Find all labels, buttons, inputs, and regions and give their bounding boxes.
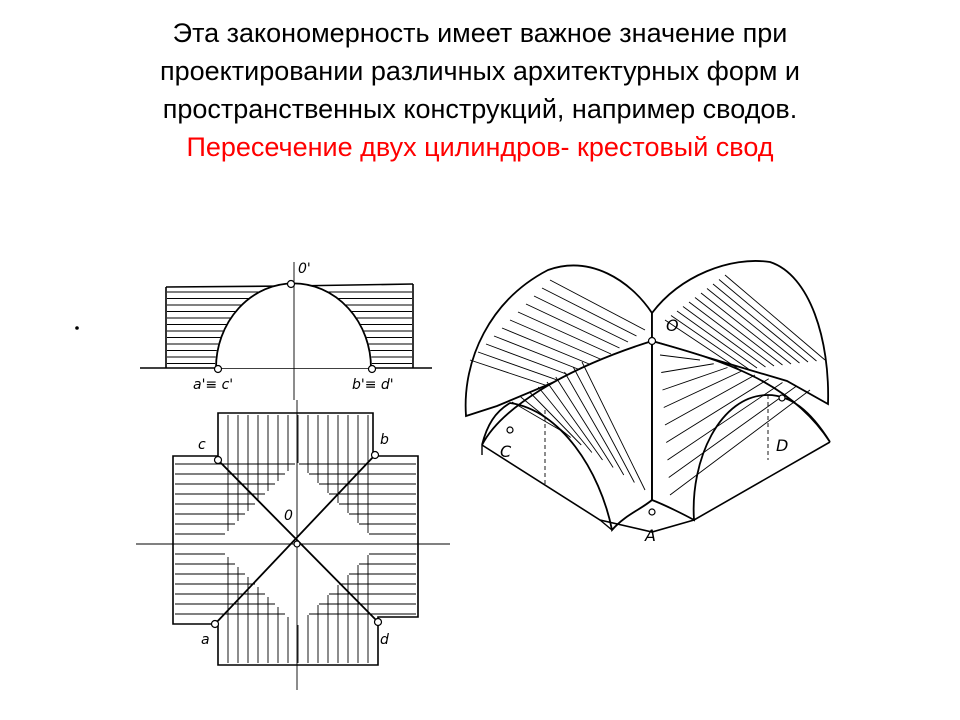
hatch-line [666, 378, 769, 443]
axo-label-a: A [644, 526, 656, 545]
axo-point-d [778, 394, 786, 402]
hatch-line [517, 311, 612, 355]
hatch-line [469, 359, 561, 391]
hatch-line [564, 371, 625, 476]
plan-view [136, 400, 450, 690]
hatch-line [659, 354, 701, 361]
heading-line-3: пространственных конструкций, например с… [162, 94, 798, 124]
axo-point-c [506, 426, 514, 434]
hatch-line [706, 288, 800, 364]
hatch-line [670, 315, 749, 370]
front-point-left [213, 364, 223, 374]
front-label-right: b'≡ d' [352, 377, 394, 393]
hatch-line [688, 301, 775, 367]
plan-point-b [370, 450, 380, 460]
hatch-line [555, 376, 614, 468]
front-point-top [286, 279, 296, 289]
hatch-line [509, 319, 603, 361]
hatch-line [546, 381, 603, 461]
hatch-line [718, 279, 817, 362]
plan-point-c [213, 455, 223, 465]
front-label-top: 0' [298, 261, 311, 277]
front-label-left: a'≡ c' [193, 377, 233, 393]
axo-label-d: D [776, 436, 788, 455]
hatch-line [485, 343, 578, 379]
axo-label-c: C [500, 442, 512, 461]
hatch-line [664, 374, 756, 426]
hatch-line [541, 287, 637, 337]
hatch-line [549, 279, 646, 331]
hatch-line [664, 319, 741, 371]
plan-point-d [373, 617, 383, 627]
hatch-line [700, 292, 792, 365]
hatch-line [667, 382, 783, 461]
hatch-line [501, 327, 595, 367]
hatch-line [493, 335, 586, 373]
plan-point-a [210, 619, 220, 629]
hatch-line [694, 297, 783, 366]
hatch-line [663, 370, 742, 408]
hatch-line [682, 306, 766, 368]
heading-line-1: Эта закономерность имеет важное значение… [172, 18, 788, 48]
plan-label-center: 0 [284, 508, 293, 524]
hatch-line [533, 295, 629, 343]
slide-heading: Эта закономерность имеет важное значение… [0, 14, 960, 166]
axo-label-o: O [666, 316, 679, 335]
hatch-line [669, 389, 811, 496]
hatch-line [581, 361, 646, 491]
hatch-line [537, 386, 593, 453]
hatch-line [529, 391, 582, 446]
plan-point-center [293, 540, 301, 548]
front-view [140, 262, 432, 400]
plan-label-a: a [201, 632, 210, 648]
hatch-line [661, 363, 714, 373]
heading-subtitle: Пересечение двух цилиндров- крестовый св… [186, 132, 774, 162]
axo-point-a [648, 508, 656, 516]
plan-label-d: d [380, 632, 389, 648]
hatch-line [668, 385, 797, 478]
hatch-line [572, 366, 635, 483]
axo-point-o [647, 336, 657, 346]
hatch-line [520, 396, 571, 438]
hatch-line [662, 367, 728, 391]
stray-dot [75, 326, 79, 330]
axonometric-view [464, 260, 831, 533]
heading-line-2: проектировании различных архитектурных ф… [159, 56, 801, 86]
plan-label-c: c [198, 437, 206, 453]
hatch-line [712, 283, 809, 363]
hatch-line [477, 351, 569, 385]
hatch-line [511, 401, 561, 431]
hatch-line [676, 310, 758, 369]
hatch-line [525, 303, 620, 349]
plan-label-b: b [380, 432, 389, 448]
hatch-line [724, 274, 826, 361]
front-point-right [367, 364, 377, 374]
